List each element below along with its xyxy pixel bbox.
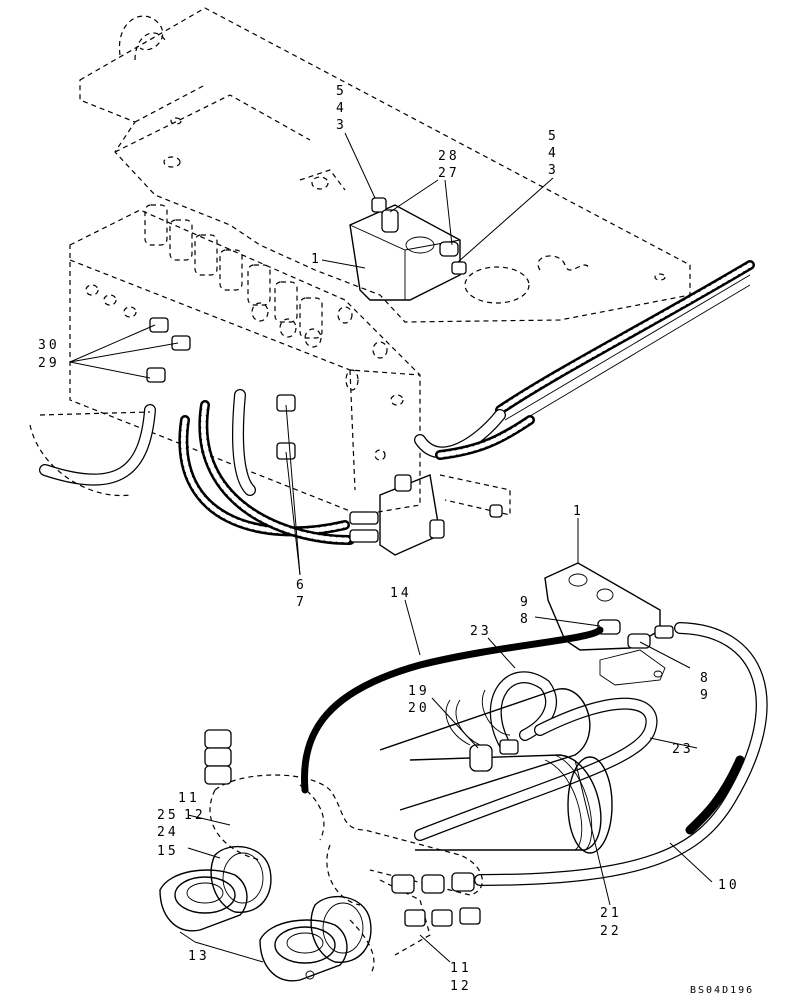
callout-12: 12 xyxy=(450,979,472,994)
upper-frame xyxy=(79,7,691,323)
callout-23: 23 xyxy=(672,742,694,757)
axle-mount-dashed xyxy=(209,774,483,976)
callout-21: 21 xyxy=(600,906,622,921)
top-fittings xyxy=(146,197,467,460)
callout-23: 23 xyxy=(470,624,492,639)
callout-3: 3 xyxy=(336,118,347,133)
callout-22: 22 xyxy=(600,924,622,939)
callout-13: 13 xyxy=(188,949,210,964)
callout-8: 8 xyxy=(520,612,531,627)
fitting-19-20 xyxy=(469,739,519,772)
hydraulic-cylinder xyxy=(379,688,613,854)
hose-10 xyxy=(474,622,768,886)
cylinder-fittings-top xyxy=(597,619,674,649)
callout-29: 29 xyxy=(38,356,60,371)
callout-1: 1 xyxy=(311,252,322,267)
callout-24: 24 xyxy=(157,825,179,840)
callout-10: 10 xyxy=(718,878,740,893)
callout-27: 27 xyxy=(438,166,460,181)
callout-5: 5 xyxy=(548,129,559,144)
callout-11: 11 xyxy=(178,791,200,806)
callout-28: 28 xyxy=(438,149,460,164)
leader-lines xyxy=(69,132,713,963)
callout-19: 19 xyxy=(408,684,430,699)
drawing-code: BS04D196 xyxy=(690,985,754,996)
callout-9: 9 xyxy=(520,595,531,610)
callout-9: 9 xyxy=(700,688,711,703)
control-valve-block xyxy=(69,204,421,516)
fitting-stack-left xyxy=(204,729,232,785)
callout-25: 25 xyxy=(157,808,179,823)
callout-6: 6 xyxy=(296,578,307,593)
callout-3: 3 xyxy=(548,163,559,178)
callout-20: 20 xyxy=(408,701,430,716)
cylinder-mounts xyxy=(159,845,372,982)
hose-23 xyxy=(414,671,658,841)
hose-bundle-right xyxy=(414,260,755,460)
callout-4: 4 xyxy=(548,146,559,161)
callout-8: 8 xyxy=(700,671,711,686)
callout-7: 7 xyxy=(296,595,307,610)
callout-4: 4 xyxy=(336,101,347,116)
callout-14: 14 xyxy=(390,586,412,601)
valve-lower-section xyxy=(349,474,511,556)
callouts-top: 5 4 3 5 4 3 28 27 1 30 29 6 7 xyxy=(38,84,559,610)
upper-hoses xyxy=(29,389,355,545)
callouts-bottom: 1 9 8 14 23 19 20 8 9 23 11 25 12 24 15 … xyxy=(157,504,740,994)
callout-1: 1 xyxy=(573,504,584,519)
hose-14 xyxy=(300,626,604,794)
callout-11: 11 xyxy=(450,961,472,976)
fitting-row-right xyxy=(391,872,481,927)
callout-12: 12 xyxy=(184,808,206,823)
callout-15: 15 xyxy=(157,844,179,859)
callout-5: 5 xyxy=(336,84,347,99)
callout-30: 30 xyxy=(38,338,60,353)
